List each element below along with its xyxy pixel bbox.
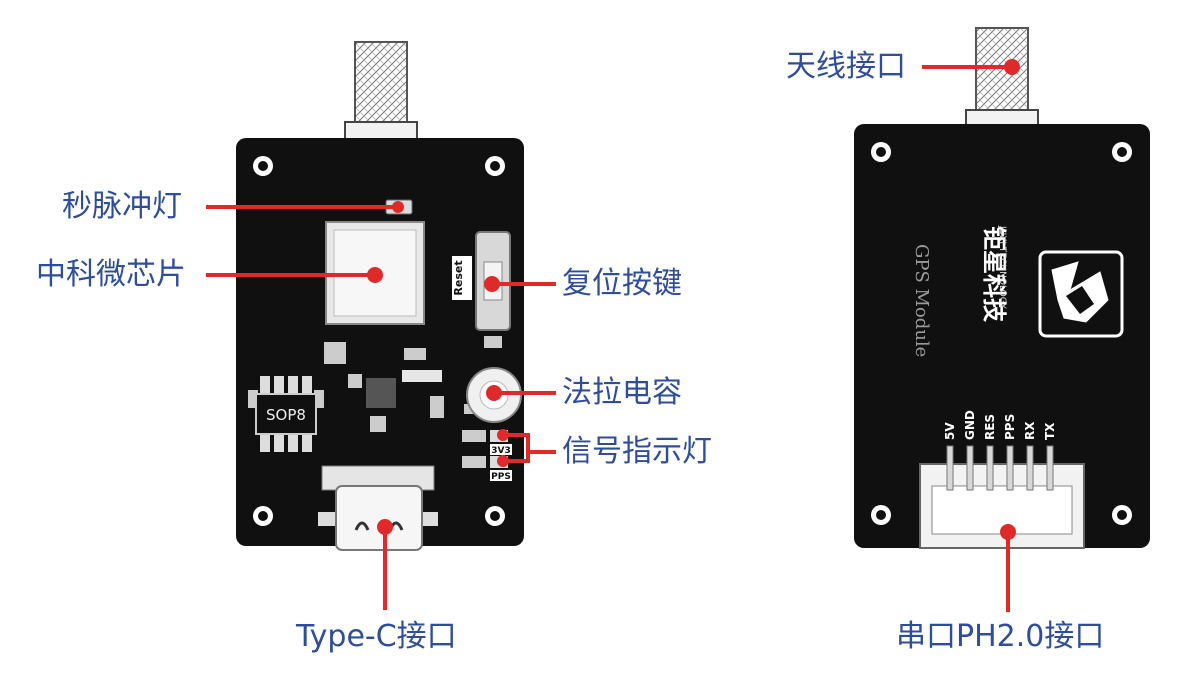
callout-serial-port: 串口PH2.0接口 xyxy=(896,619,1105,654)
pin-label-tx: TX xyxy=(1043,422,1057,440)
leader-lines xyxy=(206,65,1012,612)
ph2-connector xyxy=(919,445,1085,549)
front-board: Reset SOP8 xyxy=(236,41,524,551)
callout-antenna: 天线接口 xyxy=(786,49,906,84)
pin-label-5v: 5V xyxy=(943,422,957,440)
callout-signal-leds: 信号指示灯 xyxy=(562,434,712,469)
pin-label-bg xyxy=(942,404,958,444)
brand-cn-text: 钜星科技 xyxy=(980,226,1008,323)
ph-pin xyxy=(966,445,974,491)
pin-label-bg xyxy=(1022,404,1038,444)
sop8-label: SOP8 xyxy=(266,406,306,424)
type-c-connector xyxy=(318,465,438,551)
front-mounting-holes xyxy=(253,156,505,526)
pin-label-rx: RX xyxy=(1023,421,1037,440)
pin-label-bg xyxy=(1002,404,1018,444)
front-small-components xyxy=(248,336,502,432)
back-pcb xyxy=(854,124,1150,548)
pin-label-gnd: GND xyxy=(963,410,977,440)
ind-3v3-label: 3V3 xyxy=(491,446,511,456)
ph-pin xyxy=(1006,445,1014,491)
callout-farad-cap: 法拉电容 xyxy=(562,375,682,410)
callout-reset-button: 复位按键 xyxy=(562,266,682,301)
callout-type-c: Type-C接口 xyxy=(296,619,457,654)
reset-label: Reset xyxy=(452,260,465,295)
back-board: GPS Module 钜星科技 JUXI TECHNOLOGY 5V GND RES… xyxy=(854,27,1150,549)
pin-labels: 5V GND RES PPS RX TX xyxy=(942,404,1058,444)
brand-en-text: JUXI TECHNOLOGY xyxy=(997,225,1007,309)
pin-label-res: RES xyxy=(983,414,997,440)
sop8-chip: SOP8 xyxy=(255,376,317,452)
pin-label-bg xyxy=(982,404,998,444)
pin-label-bg xyxy=(962,404,978,444)
ph-pin xyxy=(1046,445,1054,491)
pin-label-bg xyxy=(1042,404,1058,444)
ph-pin xyxy=(1026,445,1034,491)
leader-dots xyxy=(367,59,1020,540)
brand-logo xyxy=(1038,250,1124,338)
callout-pps-led: 秒脉冲灯 xyxy=(62,189,182,224)
gps-module-text: GPS Module xyxy=(911,244,932,357)
ph-pin xyxy=(986,445,994,491)
pin-label-pps: PPS xyxy=(1003,414,1017,440)
callout-chip: 中科微芯片 xyxy=(36,257,186,292)
ind-pps-label: PPS xyxy=(491,472,511,482)
ph-pin xyxy=(946,445,954,491)
back-mounting-holes xyxy=(871,142,1132,525)
